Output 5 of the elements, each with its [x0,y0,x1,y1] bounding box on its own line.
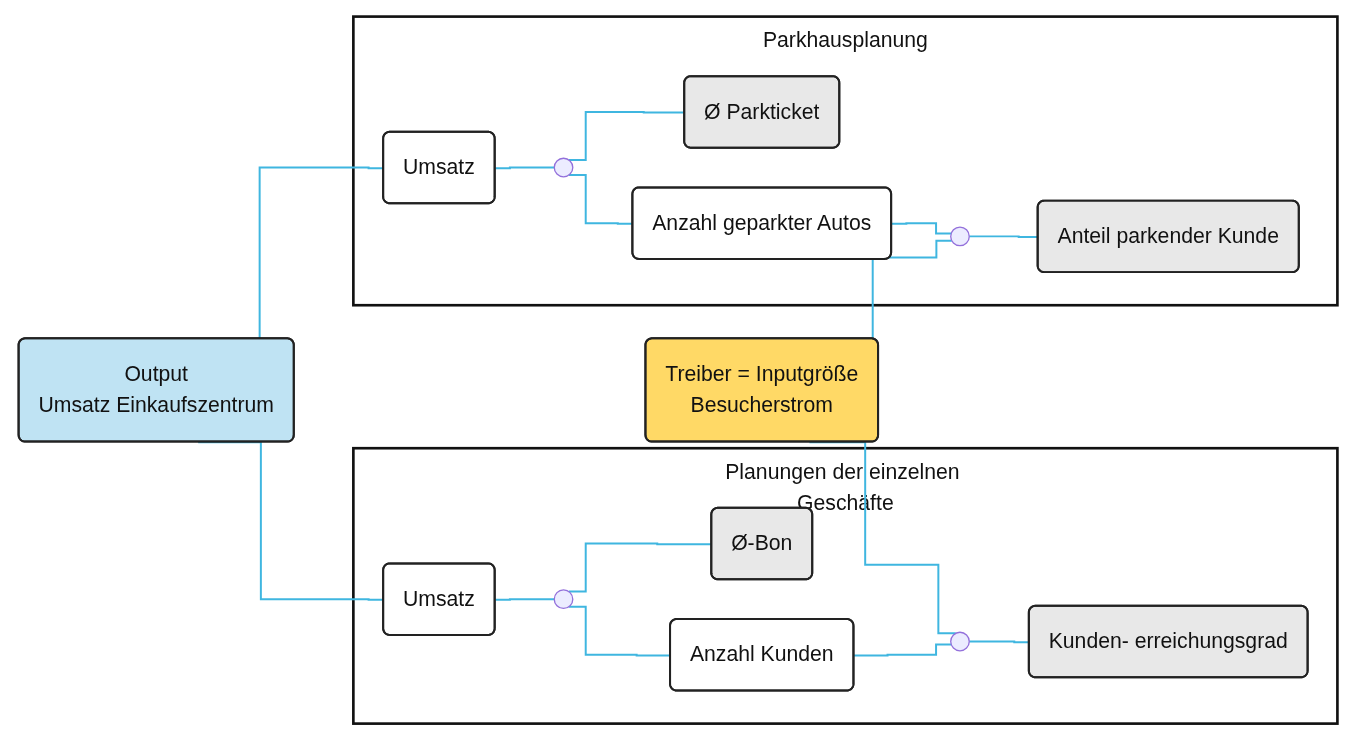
node-circle [553,589,574,609]
node-circle [950,226,970,247]
node-circle [950,631,970,652]
connector [853,643,953,657]
node-circle [553,157,574,178]
